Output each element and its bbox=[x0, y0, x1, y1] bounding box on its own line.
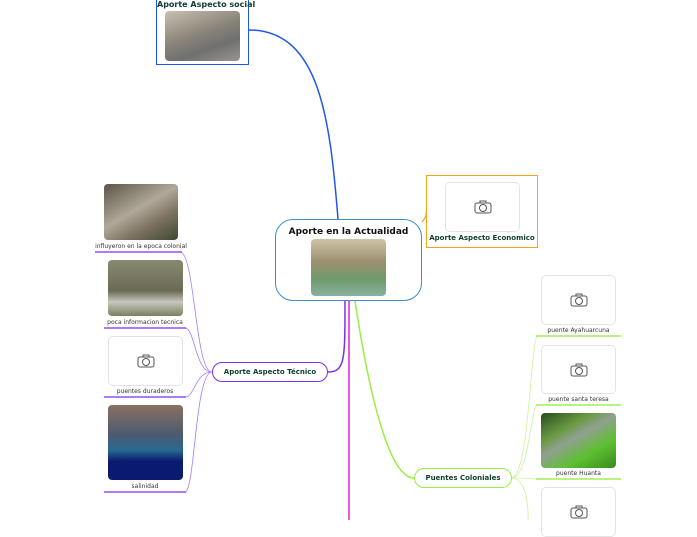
item-label: puente Ayahuarcuna bbox=[547, 327, 610, 334]
item-label: puente Huanta bbox=[556, 470, 601, 477]
image-placeholder bbox=[541, 345, 616, 394]
central-node[interactable]: Aporte en la Actualidad bbox=[275, 219, 422, 301]
connectors bbox=[95, 29, 621, 520]
image-placeholder bbox=[541, 487, 616, 537]
item-image bbox=[104, 184, 178, 240]
item-image bbox=[108, 405, 183, 480]
camera-icon bbox=[570, 505, 587, 519]
bridge-image bbox=[165, 11, 240, 61]
camera-icon bbox=[474, 200, 491, 214]
node-technical[interactable]: Aporte Aspecto Técnico bbox=[212, 362, 328, 382]
node-title: Aporte Aspecto social bbox=[157, 0, 256, 9]
item-label: influyeron en la epoca colonial bbox=[95, 243, 187, 250]
item-label: salinidad bbox=[131, 483, 159, 490]
item-label: puente santa teresa bbox=[548, 396, 609, 403]
node-colonial[interactable]: Puentes Coloniales bbox=[414, 468, 512, 488]
item-label: puentes duraderos bbox=[116, 388, 174, 395]
item-image bbox=[108, 260, 183, 316]
camera-icon bbox=[570, 363, 587, 376]
node-social[interactable]: Aporte Aspecto social bbox=[156, 0, 256, 65]
item-image bbox=[541, 413, 616, 468]
central-title: Aporte en la Actualidad bbox=[288, 227, 409, 237]
node-economic[interactable]: Aporte Aspecto Economico bbox=[426, 175, 538, 248]
image-placeholder bbox=[445, 182, 520, 232]
camera-icon bbox=[137, 354, 154, 368]
node-title: Aporte Aspecto Economico bbox=[429, 234, 535, 242]
image-placeholder bbox=[541, 275, 616, 325]
item-label: poca informacion tecnica bbox=[107, 319, 183, 326]
bridge-image bbox=[311, 239, 386, 296]
camera-icon bbox=[570, 293, 587, 307]
image-placeholder bbox=[108, 336, 183, 386]
